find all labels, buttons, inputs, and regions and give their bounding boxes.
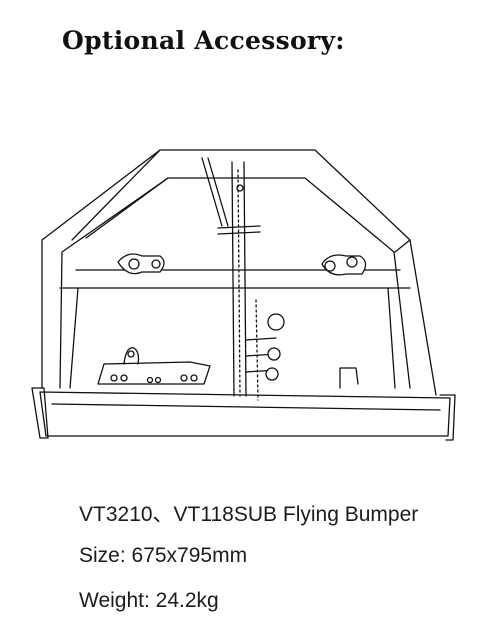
frame-outer	[41, 149, 437, 396]
product-size: Size: 675x795mm	[79, 544, 248, 567]
base-plate	[39, 391, 451, 437]
center-rail	[231, 161, 247, 397]
flying-bumper-drawing-icon	[31, 149, 456, 441]
frame-inner	[59, 177, 411, 389]
product-name: VT3210、VT118SUB Flying Bumper	[79, 503, 419, 526]
shackle-left	[117, 253, 165, 275]
product-weight: Weight: 24.2kg	[79, 589, 219, 612]
section-heading: Optional Accessory:	[62, 26, 345, 55]
mounting-plate	[97, 361, 211, 385]
shackle-right	[321, 254, 367, 276]
